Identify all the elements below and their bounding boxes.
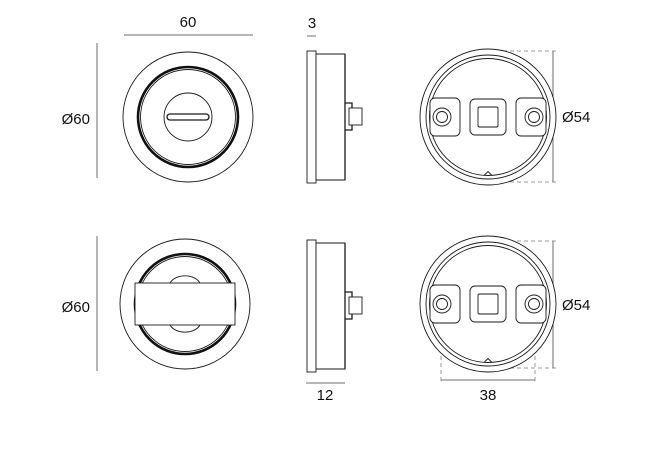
top-back-rim-circle	[425, 54, 551, 180]
dim-bottom-thickness-label: 12	[317, 387, 334, 404]
top-back-notch	[483, 170, 493, 176]
dim-top-width: 60	[124, 14, 253, 36]
bottom-back-square-hole	[477, 293, 499, 315]
top-side-spindle-boss	[348, 107, 363, 126]
bottom-side-boss-shoulder-top	[345, 291, 353, 297]
dim-top-thickness: 3	[307, 15, 316, 37]
bottom-back-screw-hole-left-outer	[432, 294, 452, 314]
dim-bottom-thickness: 12	[306, 382, 345, 404]
bottom-back-rim-circle	[425, 241, 551, 367]
dim-bottom-right-diameter-label: Ø54	[562, 297, 590, 314]
dim-top-left-diameter-label: Ø60	[62, 111, 90, 128]
dim-bottom-spacing-label: 38	[480, 387, 497, 404]
bottom-side-boss-shoulder-bottom	[345, 314, 353, 320]
top-front-ring-outer	[136, 65, 240, 169]
bottom-back-inner-circle	[429, 245, 547, 363]
dim-bottom-left-diameter: Ø60	[62, 236, 98, 371]
bottom-side-face-plate	[306, 239, 317, 373]
view-bottom-side	[306, 239, 363, 373]
bottom-front-bump-bottom	[169, 324, 201, 333]
top-back-inner-circle	[429, 58, 547, 176]
top-back-screw-hole-right-inner	[528, 111, 540, 123]
view-top-back	[419, 48, 557, 186]
dim-top-thickness-label: 3	[308, 15, 316, 32]
top-back-square-hole	[477, 106, 499, 128]
top-side-boss-shoulder-top	[345, 102, 353, 108]
bottom-side-spindle-boss	[348, 296, 363, 315]
top-side-face-plate	[306, 50, 317, 184]
bottom-back-screw-hole-left-inner	[436, 298, 448, 310]
bottom-back-screw-hole-right-outer	[524, 294, 544, 314]
top-side-body	[315, 53, 346, 181]
bottom-front-bump-top	[169, 275, 201, 284]
bottom-back-screw-hole-right-inner	[528, 298, 540, 310]
bottom-side-body	[315, 242, 346, 370]
view-bottom-front	[119, 238, 251, 370]
view-bottom-back	[419, 235, 557, 373]
top-back-screw-hole-right-outer	[524, 107, 544, 127]
dim-top-width-label: 60	[180, 14, 197, 31]
bottom-front-turn-knob	[134, 282, 236, 326]
bottom-back-notch	[483, 357, 493, 363]
dim-top-left-diameter: Ø60	[62, 43, 98, 178]
top-back-screw-hole-left-inner	[436, 111, 448, 123]
view-top-side	[306, 50, 363, 184]
view-top-front	[122, 51, 254, 183]
dim-bottom-hole-spacing: 38	[440, 300, 536, 404]
top-side-boss-shoulder-bottom	[345, 125, 353, 131]
top-front-slot	[166, 113, 210, 121]
top-back-screw-hole-left-outer	[432, 107, 452, 127]
top-front-ring-inner	[140, 69, 236, 165]
dim-bottom-left-diameter-label: Ø60	[62, 299, 90, 316]
dim-top-right-diameter-label: Ø54	[562, 109, 590, 126]
